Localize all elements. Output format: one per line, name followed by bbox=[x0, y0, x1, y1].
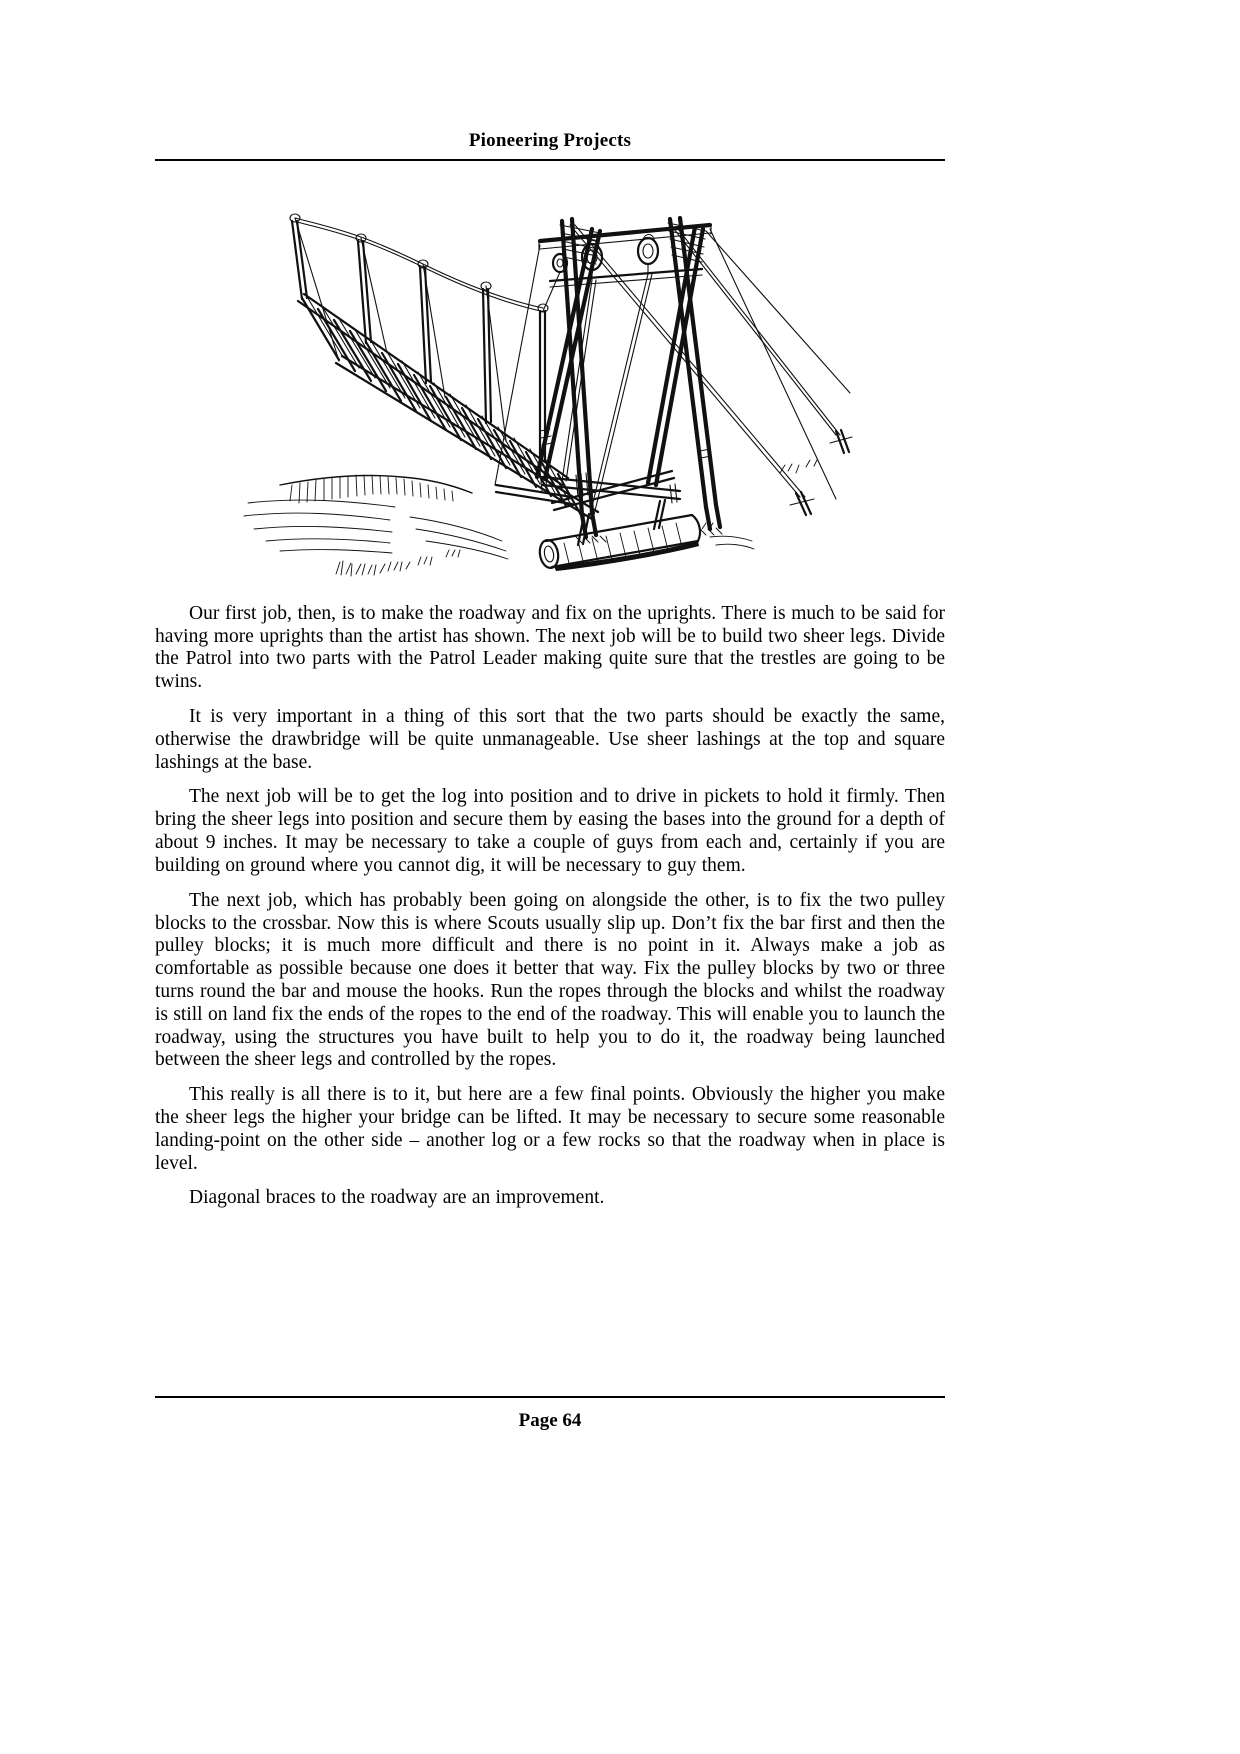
far-bank bbox=[279, 474, 473, 504]
page-footer: Page 64 bbox=[155, 1396, 945, 1432]
roadway-uprights bbox=[289, 213, 549, 464]
lower-crossbar bbox=[548, 267, 704, 288]
paragraph: It is very important in a thing of this … bbox=[155, 706, 945, 773]
paragraph: The next job, which has probably been go… bbox=[155, 889, 945, 1071]
figure-drawbridge bbox=[155, 185, 945, 585]
paragraph: The next job will be to get the log into… bbox=[155, 786, 945, 876]
ground-marks bbox=[701, 522, 755, 550]
page-content: Pioneering Projects bbox=[155, 130, 945, 1210]
base-bracing bbox=[494, 469, 682, 511]
paragraph: Our first job, then, is to make the road… bbox=[155, 602, 945, 693]
plank-edges bbox=[305, 294, 571, 504]
body-text: Our first job, then, is to make the road… bbox=[155, 603, 945, 1211]
river-hatching bbox=[243, 499, 509, 560]
page-number: Page 64 bbox=[518, 1410, 582, 1431]
pulley-block-right bbox=[636, 233, 660, 275]
roadway-planks bbox=[300, 296, 583, 516]
paragraph: This really is all there is to it, but h… bbox=[155, 1084, 945, 1174]
guy-ropes bbox=[494, 224, 851, 500]
stay-ropes bbox=[294, 217, 507, 442]
hoist-ropes bbox=[542, 271, 653, 516]
header-rule bbox=[155, 158, 945, 161]
square-lashings bbox=[539, 428, 712, 504]
anchor-log bbox=[538, 513, 702, 571]
running-head: Pioneering Projects bbox=[468, 130, 632, 151]
anchor-pickets bbox=[789, 428, 853, 516]
ground-tufts-right bbox=[779, 459, 818, 474]
footer-rule bbox=[155, 1396, 945, 1398]
paragraph: Diagonal braces to the roadway are an im… bbox=[189, 1187, 605, 1209]
leg-bases bbox=[575, 502, 723, 544]
handrail-rope bbox=[294, 217, 546, 313]
drawbridge-illustration bbox=[243, 213, 853, 577]
grass-tufts bbox=[335, 549, 461, 577]
